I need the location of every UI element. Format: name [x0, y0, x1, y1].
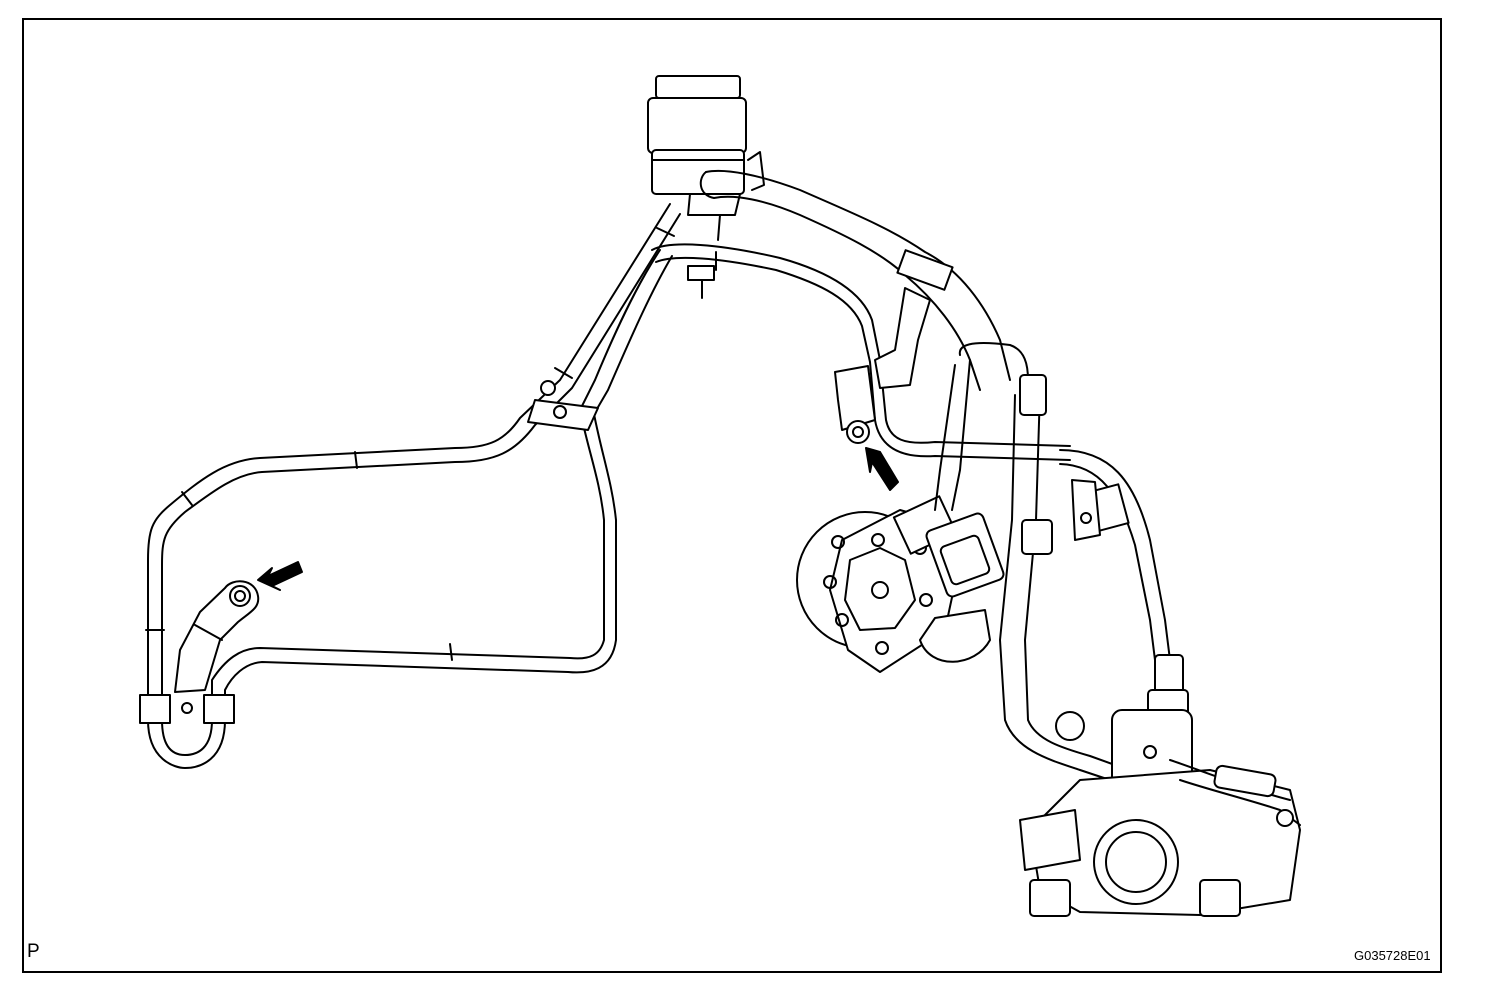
arrow-icon-upper-bolt — [865, 447, 899, 491]
figure-code: G035728E01 — [1354, 948, 1431, 963]
arrow-icon-lower-left-bolt — [257, 561, 303, 591]
mid-tube-clamp — [527, 380, 599, 431]
diagram-frame — [22, 18, 1442, 973]
reservoir-return-hose — [699, 169, 1011, 391]
cooler-tube-outer — [147, 203, 681, 701]
hose-sleeves — [145, 227, 675, 661]
pressure-tube-upper — [651, 243, 1071, 461]
u-bend-tube — [139, 694, 235, 769]
right-tube-clamp — [834, 287, 931, 431]
reservoir-bracket — [687, 251, 717, 299]
power-steering-pump — [796, 495, 1005, 673]
reservoir-tank — [647, 75, 765, 241]
lower-left-bolt — [229, 585, 251, 607]
lower-left-bracket — [174, 580, 260, 714]
steering-gear-housing — [1019, 654, 1301, 917]
upper-bolt — [846, 420, 870, 444]
corner-letter: P — [27, 941, 40, 962]
pump-to-gear-hoses — [934, 342, 1171, 781]
cooler-tube-inner — [211, 249, 673, 701]
